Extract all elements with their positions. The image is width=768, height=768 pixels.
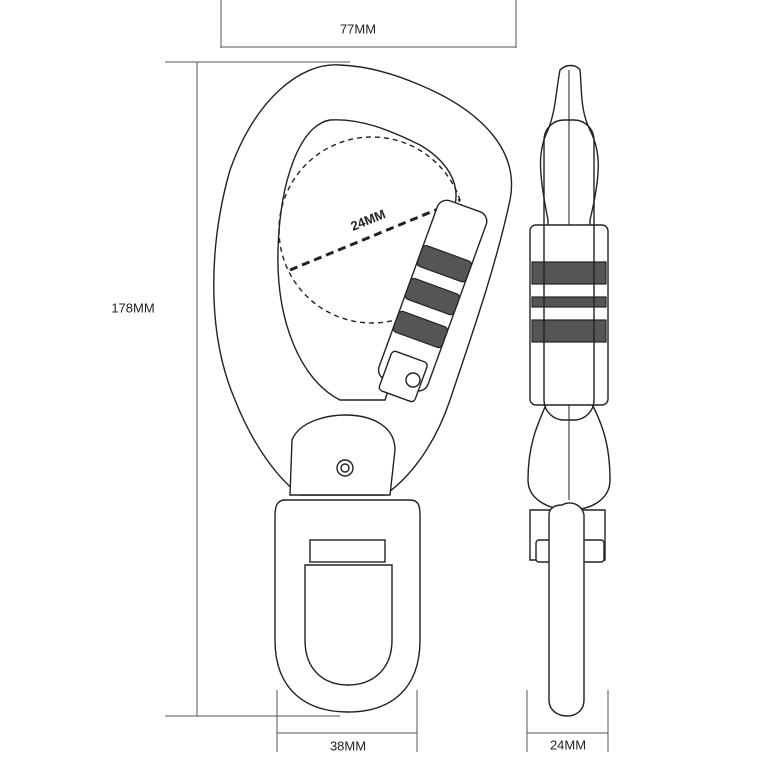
carabiner-side-view: [527, 64, 611, 717]
dimension-lines: [165, 0, 609, 752]
height-dimension-label: 178MM: [111, 300, 155, 316]
width-dimension-label: 77MM: [339, 21, 377, 37]
thickness-label: 24MM: [549, 737, 587, 753]
eye-width-label: 38MM: [329, 738, 367, 754]
carabiner-front-view: [213, 64, 513, 713]
